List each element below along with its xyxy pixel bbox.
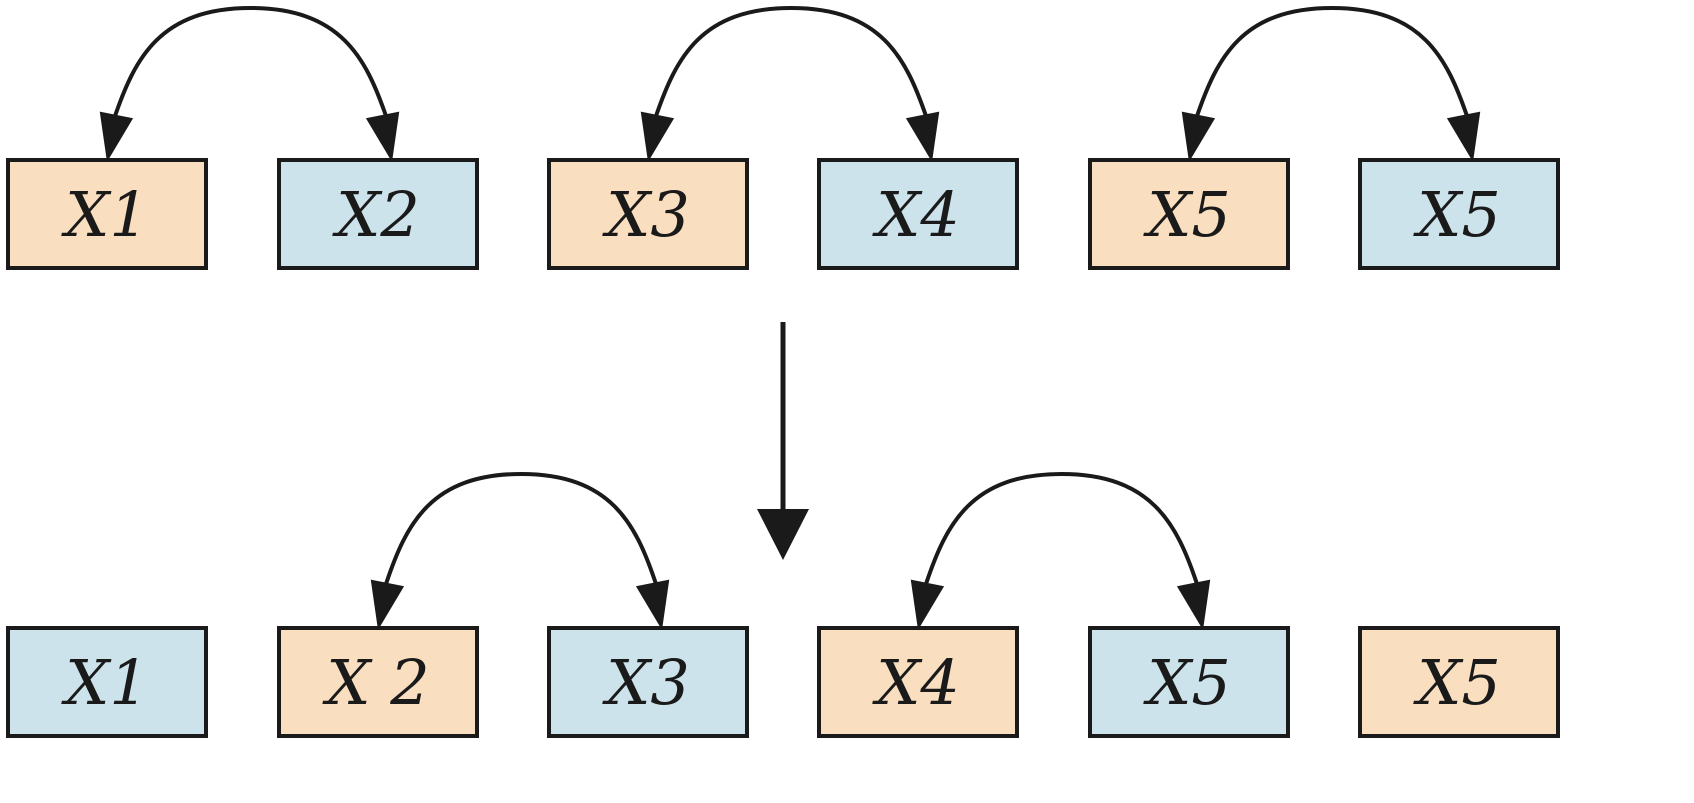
top-swap-arrowhead-right-3: [1446, 111, 1481, 162]
bottom-swap-arrowhead-right-1: [635, 579, 670, 630]
bottom-box-4: X4: [817, 626, 1019, 738]
bottom-box-3: X3: [547, 626, 749, 738]
top-box-4: X4: [817, 158, 1019, 270]
bottom-box-5-rect: [1088, 626, 1290, 738]
top-swap-arrowhead-left-3: [1181, 111, 1216, 162]
top-swap-arrowhead-right-2: [905, 111, 940, 162]
bottom-swap-curve-1: [384, 471, 658, 585]
bottom-row: X1 X 2 X3 X4 X5 X5: [6, 471, 1560, 738]
top-box-2-rect: [277, 158, 479, 270]
top-swap-curve-2: [654, 5, 928, 117]
top-box-5-rect: [1088, 158, 1290, 270]
top-box-4-rect: [817, 158, 1019, 270]
top-box-2: X2: [277, 158, 479, 270]
top-box-1-label: X1: [61, 178, 149, 251]
top-swap-curve-1: [113, 5, 388, 117]
bottom-box-5: X5: [1088, 626, 1290, 738]
top-box-3: X3: [547, 158, 749, 270]
bottom-box-2-rect: [277, 626, 479, 738]
bottom-box-2: X 2: [277, 626, 479, 738]
bottom-box-1-label: X1: [61, 646, 149, 719]
bottom-swap-curve-2: [924, 471, 1199, 585]
bottom-box-5-label: X5: [1143, 646, 1231, 719]
bottom-box-3-label: X3: [602, 646, 690, 719]
bottom-swap-arrowhead-left-2: [910, 579, 945, 630]
top-swap-arrow-2: [640, 5, 940, 162]
transition-arrowhead: [757, 509, 809, 560]
top-box-6-label: X5: [1413, 178, 1501, 251]
top-box-1-rect: [6, 158, 208, 270]
top-swap-arrow-1: [99, 5, 400, 162]
bottom-box-1: X1: [6, 626, 208, 738]
bottom-box-4-rect: [817, 626, 1019, 738]
bottom-box-4-label: X4: [872, 646, 960, 719]
top-box-4-label: X4: [872, 178, 960, 251]
bottom-swap-arrow-1: [370, 471, 670, 630]
bottom-swap-arrow-2: [910, 471, 1211, 630]
bottom-box-2-label: X 2: [322, 646, 429, 719]
top-row: X1 X2 X3 X4 X5 X5: [6, 5, 1560, 270]
top-box-6: X5: [1358, 158, 1560, 270]
bottom-box-6-rect: [1358, 626, 1560, 738]
bottom-box-1-rect: [6, 626, 208, 738]
transition-arrow: [757, 322, 809, 560]
top-box-6-rect: [1358, 158, 1560, 270]
top-box-2-label: X2: [332, 178, 420, 251]
bottom-box-6: X5: [1358, 626, 1560, 738]
top-swap-arrowhead-left-2: [640, 111, 675, 162]
top-box-1: X1: [6, 158, 208, 270]
top-box-3-label: X3: [602, 178, 690, 251]
top-box-5-label: X5: [1143, 178, 1231, 251]
top-swap-arrowhead-right-1: [365, 111, 400, 162]
top-swap-curve-3: [1195, 5, 1469, 117]
bottom-swap-arrowhead-right-2: [1176, 579, 1211, 630]
top-swap-arrow-3: [1181, 5, 1481, 162]
bottom-swap-arrowhead-left-1: [370, 579, 405, 630]
top-swap-arrowhead-left-1: [99, 111, 134, 162]
top-box-5: X5: [1088, 158, 1290, 270]
bottom-box-3-rect: [547, 626, 749, 738]
bottom-box-6-label: X5: [1413, 646, 1501, 719]
